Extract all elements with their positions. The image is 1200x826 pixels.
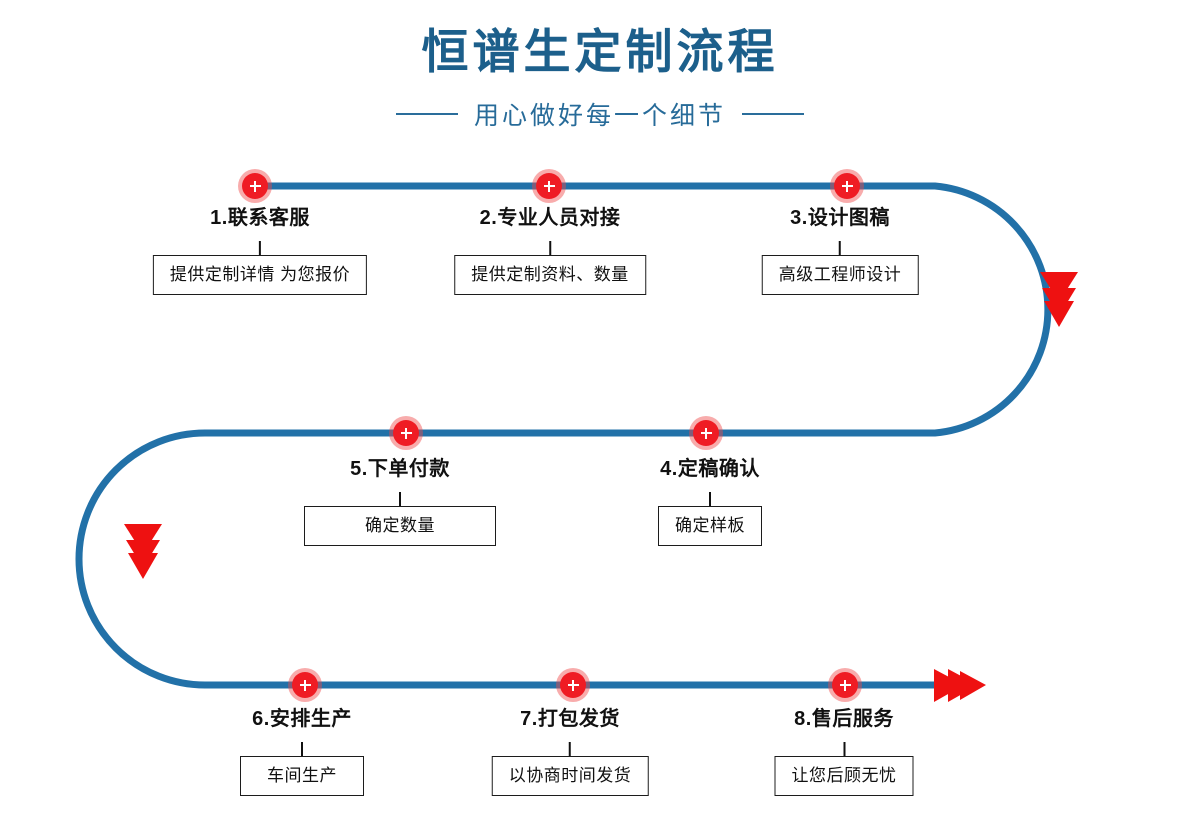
plus-icon xyxy=(841,180,853,192)
node-marker-3[interactable] xyxy=(834,173,860,199)
end-arrow-icon xyxy=(934,669,986,702)
step-8-box: 让您后顾无忧 xyxy=(774,756,914,796)
step-6-label: 6.安排生产 xyxy=(252,708,352,730)
right-turn-arrow-icon xyxy=(1040,272,1078,327)
step-7-label: 7.打包发货 xyxy=(520,708,620,730)
step-4-stem xyxy=(709,492,711,506)
step-1-stem xyxy=(258,241,261,255)
node-marker-5[interactable] xyxy=(393,420,419,446)
step-7[interactable]: 7.打包发货 以协商时间发货 xyxy=(491,708,649,796)
plus-icon xyxy=(299,679,311,691)
step-5-box: 确定数量 xyxy=(304,506,496,546)
subtitle-row: 用心做好每一个细节 xyxy=(0,96,1200,132)
node-marker-4[interactable] xyxy=(693,420,719,446)
node-marker-1[interactable] xyxy=(242,173,268,199)
left-turn-arrow-icon xyxy=(124,524,162,579)
plus-icon xyxy=(839,679,851,691)
step-4-box: 确定样板 xyxy=(658,506,762,546)
step-1-box: 提供定制详情 为您报价 xyxy=(152,255,368,295)
step-4[interactable]: 4.定稿确认 确定样板 xyxy=(658,459,762,546)
step-7-box: 以协商时间发货 xyxy=(491,756,649,796)
node-marker-7[interactable] xyxy=(560,672,586,698)
page-title: 恒谱生定制流程 xyxy=(421,25,779,78)
plus-icon xyxy=(249,180,261,192)
step-3[interactable]: 3.设计图稿 高级工程师设计 xyxy=(761,207,919,295)
step-2-label: 2.专业人员对接 xyxy=(479,207,621,229)
step-8[interactable]: 8.售后服务 让您后顾无忧 xyxy=(774,708,914,796)
plus-icon xyxy=(567,679,579,691)
step-5-label: 5.下单付款 xyxy=(350,458,450,480)
step-6-stem xyxy=(301,742,303,756)
page-subtitle: 用心做好每一个细节 xyxy=(473,102,726,130)
step-6[interactable]: 6.安排生产 车间生产 xyxy=(240,709,364,796)
subtitle-rule-left xyxy=(395,113,458,115)
step-4-label: 4.定稿确认 xyxy=(660,458,760,480)
node-marker-8[interactable] xyxy=(832,672,858,698)
step-3-box: 高级工程师设计 xyxy=(761,255,919,295)
step-8-stem xyxy=(843,742,845,756)
step-3-label: 3.设计图稿 xyxy=(790,207,890,229)
step-3-stem xyxy=(839,241,841,255)
step-2[interactable]: 2.专业人员对接 提供定制资料、数量 xyxy=(454,208,646,295)
plus-icon xyxy=(400,427,412,439)
step-7-stem xyxy=(569,742,571,756)
node-marker-2[interactable] xyxy=(536,173,562,199)
step-2-stem xyxy=(549,241,551,255)
plus-icon xyxy=(700,427,712,439)
step-5-stem xyxy=(399,492,401,506)
subtitle-rule-right xyxy=(742,113,804,115)
step-1[interactable]: 1.联系客服 提供定制详情 为您报价 xyxy=(152,207,368,295)
step-6-box: 车间生产 xyxy=(240,756,364,796)
step-8-label: 8.售后服务 xyxy=(794,708,894,730)
step-5[interactable]: 5.下单付款 确定数量 xyxy=(304,459,496,546)
page-header: 恒谱生定制流程 用心做好每一个细节 xyxy=(0,0,1200,150)
flow-line xyxy=(75,182,1052,689)
node-marker-6[interactable] xyxy=(292,672,318,698)
plus-icon xyxy=(543,180,555,192)
step-2-box: 提供定制资料、数量 xyxy=(454,255,646,295)
step-1-label: 1.联系客服 xyxy=(210,207,310,229)
